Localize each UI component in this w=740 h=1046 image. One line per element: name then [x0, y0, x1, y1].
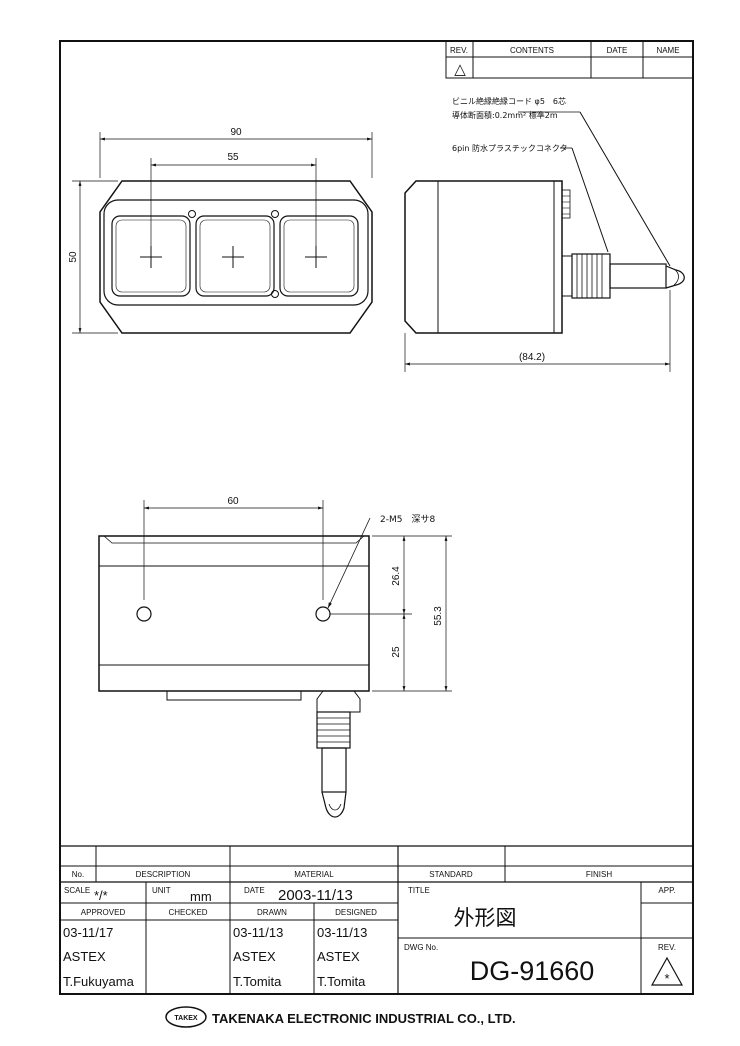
cable-segment	[609, 263, 667, 289]
cord-leader-line	[579, 111, 671, 267]
dim-front-height: 50	[68, 251, 79, 263]
standard-label: STANDARD	[429, 870, 473, 879]
checked-label: CHECKED	[168, 908, 207, 917]
revision-table: REV. CONTENTS DATE NAME △	[445, 40, 694, 79]
side-view: (84.2)	[404, 180, 685, 372]
drawn-date: 03-11/13	[233, 925, 283, 940]
unit-label: UNIT	[152, 886, 171, 895]
description-label: DESCRIPTION	[136, 870, 191, 879]
rev-triangle-icon	[650, 956, 684, 986]
takex-logo-icon	[165, 1006, 207, 1028]
front-window-frame	[103, 199, 369, 306]
drawing-number: DG-91660	[470, 956, 595, 986]
title-label: TITLE	[408, 886, 430, 895]
no-label: No.	[72, 870, 84, 879]
approved-date: 03-11/17	[63, 925, 113, 940]
finish-label: FINISH	[586, 870, 612, 879]
scale-label: SCALE	[64, 886, 90, 895]
bottom-body-outline	[98, 535, 370, 692]
material-label: MATERIAL	[294, 870, 334, 879]
designed-date: 03-11/13	[317, 925, 367, 940]
designed-label: DESIGNED	[335, 908, 377, 917]
dim-side-length: (84.2)	[519, 352, 545, 363]
date-label: DATE	[244, 886, 265, 895]
side-body-outline	[404, 180, 563, 334]
screw-spec-label: 2-M5 深サ8	[380, 514, 435, 525]
rev-triangle-icon: △	[454, 60, 466, 78]
dim-front-width: 90	[230, 127, 242, 138]
rev-value: *	[664, 971, 669, 986]
screw-hole-right	[315, 606, 331, 622]
lens-right	[279, 215, 359, 297]
dim-bottom-upper: 26.4	[391, 566, 402, 586]
dim-bottom-total: 55.3	[433, 606, 444, 626]
front-view: 90 55 50	[68, 127, 373, 334]
title-block: No. DESCRIPTION MATERIAL STANDARD FINISH…	[60, 845, 693, 994]
dim-bottom-spacing: 60	[227, 496, 239, 507]
front-body-outline	[99, 180, 373, 334]
dim-front-spacing: 55	[227, 152, 239, 163]
drawn-name: T.Tomita	[233, 974, 282, 989]
approved-company: ASTEX	[63, 949, 106, 964]
unit-value: mm	[190, 889, 212, 904]
dim-bottom-lower: 25	[391, 646, 402, 658]
date-value: 2003-11/13	[278, 887, 353, 904]
bottom-view: 60 2-M5 深サ8 26.4 25 55.3	[98, 496, 452, 818]
footer: TAKEX TAKENAKA ELECTRONIC INDUSTRIAL CO.…	[165, 1006, 516, 1028]
dwg-no-label: DWG No.	[404, 943, 438, 952]
approved-name: T.Fukuyama	[63, 974, 135, 989]
screw-hole-left	[136, 606, 152, 622]
connector-leader-line	[571, 147, 609, 253]
cord-spec-label: ビニル絶縁絶縁コード φ5 6芯	[452, 96, 566, 106]
logo-text: TAKEX	[174, 1015, 198, 1022]
conductor-spec-label: 導体断面積:0.2mm² 標準2m	[452, 110, 558, 120]
designed-company: ASTEX	[317, 949, 360, 964]
connector-base	[561, 255, 573, 297]
designed-name: T.Tomita	[317, 974, 366, 989]
approved-label: APPROVED	[81, 908, 126, 917]
lens-center	[195, 215, 275, 297]
app-label: APP.	[658, 886, 675, 895]
contents-header: CONTENTS	[510, 46, 554, 55]
rev-header: REV.	[450, 46, 468, 55]
drawn-company: ASTEX	[233, 949, 276, 964]
bottom-cable	[321, 747, 347, 793]
lens-crosshairs	[140, 246, 327, 268]
company-name: TAKENAKA ELECTRONIC INDUSTRIAL CO., LTD.	[212, 1011, 516, 1026]
name-header: NAME	[656, 46, 679, 55]
connector-label: 6pin 防水プラスチックコネクタ	[452, 143, 568, 153]
drawing-title: 外形図	[454, 906, 517, 930]
connector-nut	[571, 253, 611, 299]
drawn-label: DRAWN	[257, 908, 287, 917]
date-header: DATE	[607, 46, 628, 55]
scale-value: */*	[94, 888, 108, 903]
drawing-frame	[59, 40, 694, 995]
rev-label: REV.	[658, 943, 676, 952]
